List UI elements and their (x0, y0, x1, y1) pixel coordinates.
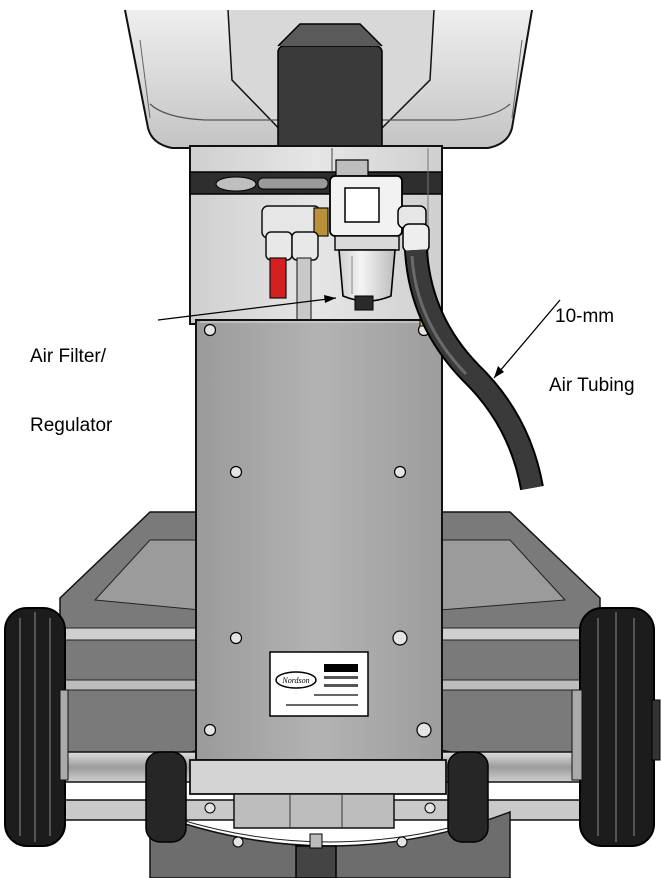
air-filter-regulator (329, 159, 403, 311)
outlet-elbow (397, 205, 430, 253)
panel-base-block (189, 759, 447, 878)
handle-assembly (124, 9, 533, 155)
leader-line-filter (157, 297, 337, 321)
leader-line-tubing (493, 299, 561, 379)
inlet-fittings (261, 205, 329, 323)
callout-filter-line2: Regulator (30, 415, 113, 436)
id-plate: Nordson (269, 651, 369, 717)
callout-air-filter-regulator: Air Filter/ Regulator (30, 299, 112, 460)
air-tubing (404, 249, 544, 491)
callout-tubing-line2: Air Tubing (549, 375, 635, 396)
left-wheel (4, 607, 69, 847)
callout-air-tubing: 10-mm Air Tubing (549, 259, 635, 420)
callout-filter-line1: Air Filter/ (30, 346, 106, 367)
callout-tubing-line1: 10-mm (555, 306, 615, 327)
arrowhead-tubing (494, 366, 504, 378)
base-posts (145, 751, 489, 848)
arrowhead-filter (324, 295, 336, 303)
badge-brand: Nordson (281, 676, 309, 685)
right-wheel (571, 607, 661, 847)
